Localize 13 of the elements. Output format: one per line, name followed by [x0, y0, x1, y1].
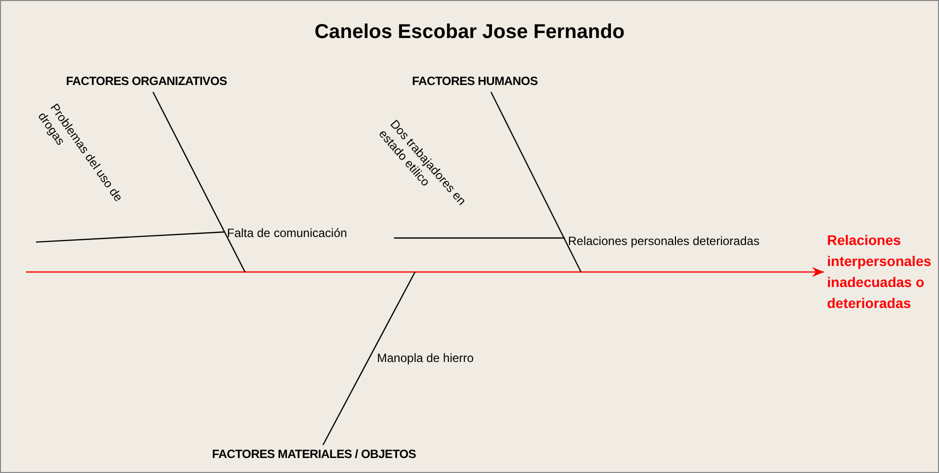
bone-line — [490, 92, 582, 272]
sub-bone-line — [394, 237, 565, 239]
bone-line — [152, 92, 246, 272]
category-heading: FACTORES MATERIALES / OBJETOS — [212, 447, 416, 462]
diagram-title: Canelos Escobar Jose Fernando — [313, 21, 626, 44]
category-heading: FACTORES ORGANIZATIVOS — [66, 74, 227, 89]
cause-label: Relaciones personales deterioradas — [568, 234, 760, 249]
cause-label: Manopla de hierro — [377, 351, 474, 366]
sub-bone-line — [36, 231, 224, 243]
spine-arrow — [26, 267, 824, 277]
category-heading: FACTORES HUMANOS — [412, 74, 538, 89]
cause-label: Falta de comunicación — [227, 226, 348, 241]
bone-line — [322, 272, 416, 446]
